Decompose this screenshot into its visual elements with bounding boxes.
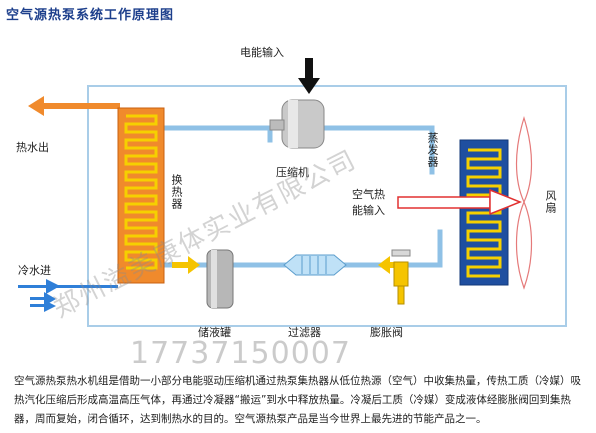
- pipe-top-right: [317, 125, 435, 175]
- hot-water-out-arrow: [28, 96, 120, 116]
- filter-label: 过滤器: [288, 326, 321, 339]
- heat-exchanger-label: 换热器: [170, 174, 183, 210]
- evaporator: [459, 139, 509, 286]
- refrigerant-arrow-1: [172, 256, 200, 274]
- compressor: [269, 99, 325, 149]
- fan: [515, 115, 533, 290]
- air-heat-input-label-line1: 空气热: [352, 188, 385, 201]
- fan-label: 风扇: [544, 190, 557, 214]
- receiver-label: 储液罐: [198, 326, 231, 339]
- expansion-valve: [391, 249, 411, 305]
- description-paragraph: 空气源热泵热水机组是借助一小部分电能驱动压缩机通过热泵集热器从低位热源（空气）中…: [14, 375, 581, 425]
- power-input-arrow: [298, 58, 320, 94]
- watermark-phone: 17737150007: [130, 336, 351, 371]
- expansion-valve-label: 膨胀阀: [370, 326, 403, 339]
- heat-exchanger: [117, 107, 165, 284]
- cold-water-in-arrow: [18, 279, 118, 312]
- pipe-bottom: [159, 229, 443, 268]
- hot-water-out-label: 热水出: [16, 141, 49, 154]
- air-heat-input-arrow: [397, 188, 523, 216]
- compressor-label: 压缩机: [276, 166, 309, 179]
- air-heat-input-label-line2: 能输入: [352, 204, 385, 217]
- evaporator-label: 蒸发器: [426, 132, 439, 168]
- cold-water-in-label: 冷水进: [18, 264, 51, 277]
- receiver-tank: [206, 249, 234, 309]
- page-title: 空气源热泵系统工作原理图: [6, 8, 175, 23]
- filter: [283, 254, 347, 276]
- power-input-label: 电能输入: [240, 46, 284, 59]
